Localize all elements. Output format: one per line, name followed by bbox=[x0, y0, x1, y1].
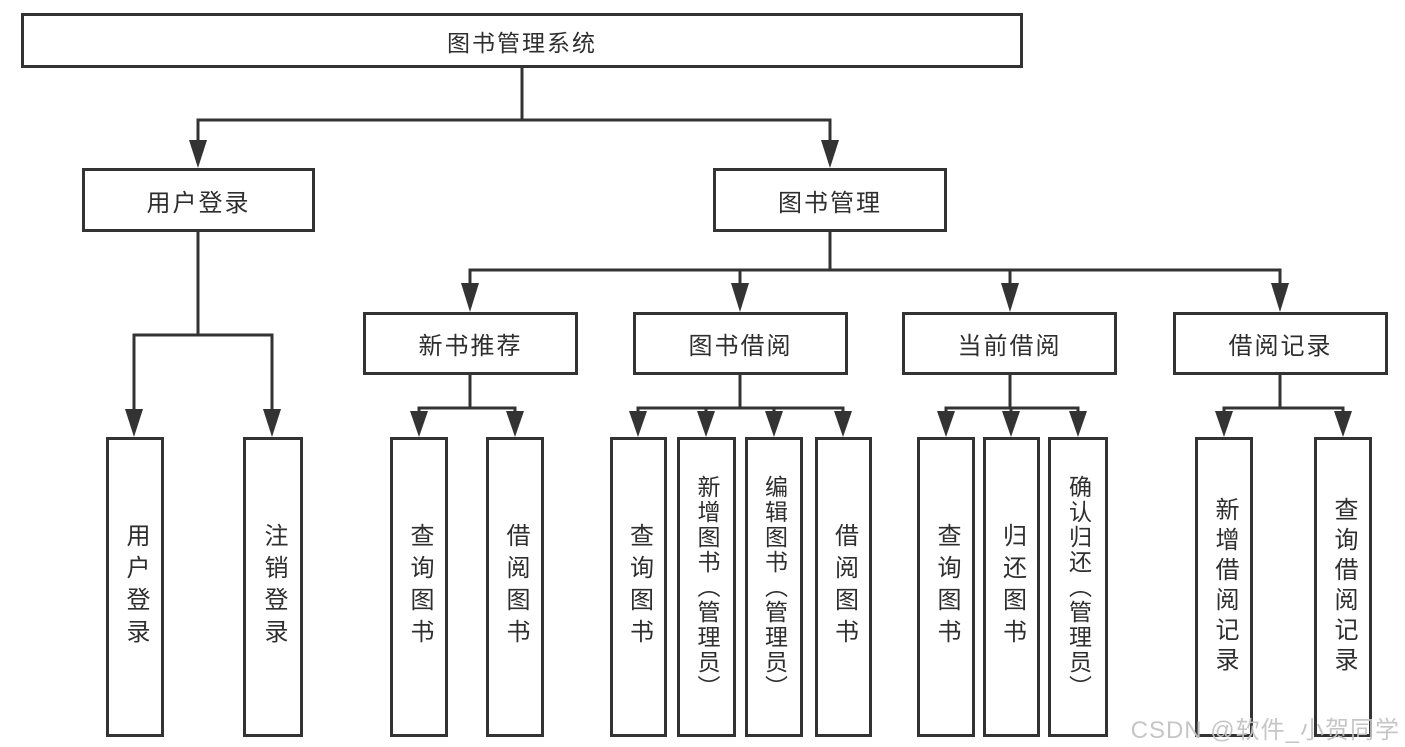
node-book-borrow-label: 图书借阅 bbox=[688, 333, 793, 360]
node-book-management-label: 图书管理 bbox=[778, 189, 882, 217]
leaf-logout: 注销登录 bbox=[243, 437, 303, 737]
leaf-nb-query-books: 查询图书 bbox=[390, 437, 448, 737]
leaf-cb-confirm-return-admin: 确认归还（管理员） bbox=[1048, 437, 1108, 737]
leaf-bb-borrow-books-label: 借阅图书 bbox=[830, 523, 858, 651]
node-book-management: 图书管理 bbox=[713, 168, 947, 232]
node-new-book-recommend: 新书推荐 bbox=[363, 312, 578, 375]
node-current-borrow-label: 当前借阅 bbox=[957, 333, 1062, 360]
leaf-cb-query-books: 查询图书 bbox=[917, 437, 975, 737]
leaf-br-add-record-label: 新增借阅记录 bbox=[1211, 497, 1238, 677]
leaf-nb-borrow-books: 借阅图书 bbox=[486, 437, 544, 737]
leaf-bb-query-books: 查询图书 bbox=[610, 437, 667, 737]
leaf-bb-add-books-admin: 新增图书（管理员） bbox=[677, 437, 736, 737]
leaf-user-login: 用户登录 bbox=[106, 437, 164, 737]
leaf-cb-query-books-label: 查询图书 bbox=[933, 523, 960, 651]
arrowheads bbox=[125, 140, 1352, 437]
leaf-user-login-label: 用户登录 bbox=[122, 523, 149, 651]
leaf-bb-borrow-books: 借阅图书 bbox=[815, 437, 872, 737]
leaf-nb-query-books-label: 查询图书 bbox=[406, 523, 433, 651]
connector-new-book-branch bbox=[417, 375, 517, 415]
node-user-login: 用户登录 bbox=[82, 168, 315, 232]
connector-current-borrow-branch bbox=[944, 375, 1080, 415]
leaf-logout-label: 注销登录 bbox=[260, 523, 287, 651]
connector-book-borrow-branch bbox=[636, 375, 845, 415]
node-root-library-system: 图书管理系统 bbox=[21, 13, 1023, 68]
leaf-cb-return-books: 归还图书 bbox=[983, 437, 1040, 737]
node-book-borrow: 图书借阅 bbox=[633, 312, 848, 375]
node-user-login-label: 用户登录 bbox=[146, 189, 251, 217]
leaf-br-query-record-label: 查询借阅记录 bbox=[1330, 497, 1357, 677]
watermark: CSDN @软件_小贺同学 bbox=[1130, 717, 1400, 744]
leaf-nb-borrow-books-label: 借阅图书 bbox=[502, 523, 529, 651]
connector-root-to-level2 bbox=[196, 68, 832, 144]
leaf-br-query-record: 查询借阅记录 bbox=[1314, 437, 1372, 737]
node-borrow-records-label: 借阅记录 bbox=[1228, 333, 1333, 360]
leaf-bb-edit-books-admin: 编辑图书（管理员） bbox=[745, 437, 803, 737]
node-new-book-recommend-label: 新书推荐 bbox=[418, 333, 523, 360]
leaf-br-add-record: 新增借阅记录 bbox=[1195, 437, 1253, 737]
node-borrow-records: 借阅记录 bbox=[1173, 312, 1388, 375]
leaf-bb-add-books-admin-label: 新增图书（管理员） bbox=[694, 474, 720, 700]
leaf-cb-confirm-return-admin-label: 确认归还（管理员） bbox=[1065, 474, 1092, 700]
leaf-bb-query-books-label: 查询图书 bbox=[625, 523, 653, 651]
connector-book-management-branch bbox=[468, 232, 1282, 287]
leaf-bb-edit-books-admin-label: 编辑图书（管理员） bbox=[761, 474, 788, 700]
connector-borrow-records-branch bbox=[1222, 375, 1345, 415]
connector-user-login-branch bbox=[132, 232, 274, 413]
node-root-label: 图书管理系统 bbox=[447, 29, 597, 56]
node-current-borrow: 当前借阅 bbox=[902, 312, 1117, 375]
leaf-cb-return-books-label: 归还图书 bbox=[998, 523, 1026, 651]
